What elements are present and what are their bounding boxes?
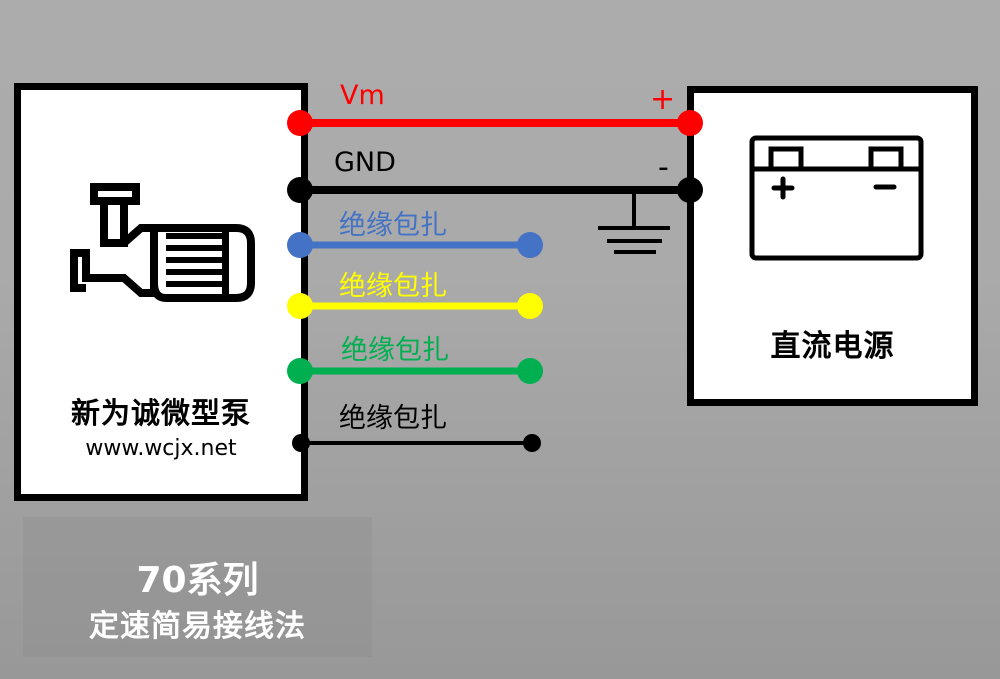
ground-icon	[598, 190, 670, 254]
terminal-blue-pump	[287, 232, 313, 258]
terminal-gnd-psu	[677, 177, 703, 203]
series-title: 70系列	[136, 560, 259, 601]
power-supply-title: 直流电源	[770, 329, 895, 364]
terminal-yellow-end	[517, 293, 543, 319]
terminal-vm-psu	[677, 110, 703, 136]
terminal-gnd-pump	[287, 177, 313, 203]
pump-box: 新为诚微型泵 www.wcjx.net	[14, 83, 308, 501]
pump-title: 新为诚微型泵	[70, 396, 251, 430]
wire-label-green: 绝缘包扎	[341, 335, 449, 366]
terminal-green-end	[517, 358, 543, 384]
wire-label-vm: Vm	[340, 80, 385, 111]
wire-label-black: 绝缘包扎	[339, 403, 447, 434]
wire-label-gnd: GND	[334, 147, 396, 178]
terminal-green-pump	[287, 358, 313, 384]
terminal-black-pump	[292, 434, 310, 452]
series-subtitle: 定速简易接线法	[89, 609, 306, 644]
wire-label-blue: 绝缘包扎	[339, 210, 447, 241]
terminal-yellow-pump	[287, 293, 313, 319]
terminal-black-end	[523, 434, 541, 452]
pump-motor-icon	[70, 183, 255, 302]
wire-label-yellow: 绝缘包扎	[339, 271, 447, 302]
power-supply-box: 直流电源	[687, 86, 978, 406]
plus-terminal-sign: +	[650, 82, 676, 117]
terminal-blue-end	[517, 232, 543, 258]
minus-terminal-sign: -	[658, 150, 669, 185]
terminal-vm-pump	[287, 110, 313, 136]
pump-url: www.wcjx.net	[85, 436, 237, 461]
battery-icon	[749, 135, 924, 261]
series-panel: 70系列 定速简易接线法	[23, 517, 372, 657]
